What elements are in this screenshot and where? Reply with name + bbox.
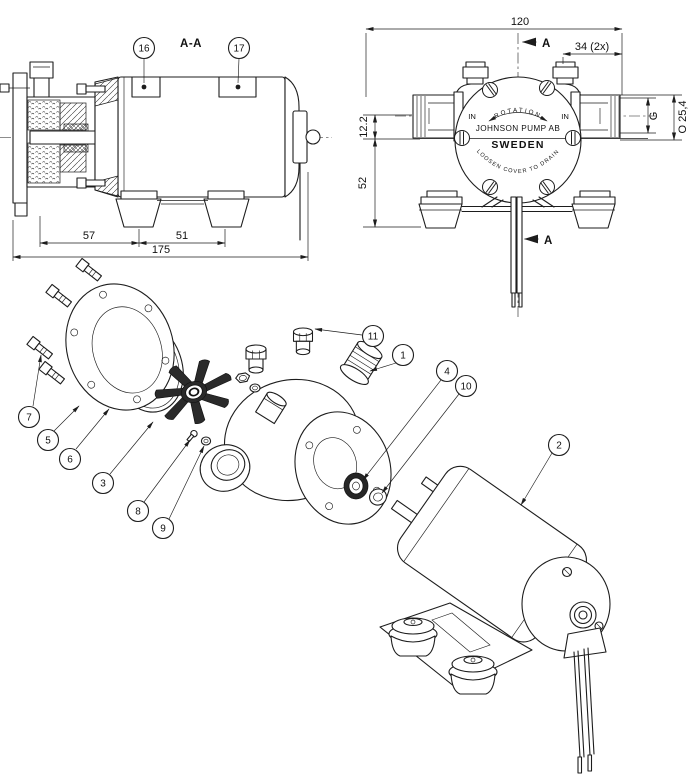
- callout-4: [435, 359, 459, 383]
- callout-1-label: 1: [400, 351, 406, 362]
- dim-g: G: [648, 112, 660, 121]
- motor: [379, 465, 611, 774]
- motor-foot-rear: [388, 617, 438, 657]
- callout-7: [17, 405, 41, 429]
- end-cover: [65, 283, 175, 411]
- top-fitting-left: [462, 61, 489, 85]
- section-title: A-A: [180, 38, 202, 50]
- top-fitting-right: [552, 61, 579, 85]
- dim-52: 52: [357, 177, 369, 189]
- shaft-washer: [249, 383, 261, 393]
- small-washer: [200, 436, 212, 446]
- pump-housing: [199, 340, 392, 525]
- callout-16-label: 16: [138, 44, 150, 55]
- section-view: 16 17 A-A 57 51 175: [0, 36, 332, 261]
- threaded-port: [339, 340, 383, 385]
- motor-wires-front: [510, 196, 523, 308]
- callout-5-label: 5: [45, 436, 51, 447]
- foot-left: [418, 190, 463, 229]
- dim-175: 175: [152, 244, 170, 256]
- callout-8: [126, 499, 150, 523]
- callout-1: [391, 343, 415, 367]
- dim-34-2x: 34 (2x): [575, 41, 609, 53]
- drain-plug-right: [292, 327, 314, 356]
- dim-120: 120: [511, 16, 529, 28]
- callout-10: [454, 374, 478, 398]
- callout-11: [361, 324, 385, 348]
- in-right-label: IN: [561, 112, 569, 121]
- callout-5: [36, 428, 60, 452]
- callout-2: [547, 433, 571, 457]
- callout-9: [151, 516, 175, 540]
- cover-screws: [454, 80, 581, 195]
- section-marker-bottom: A: [544, 235, 553, 247]
- callout-3-label: 3: [100, 479, 106, 490]
- dim-12-2: 12.2: [358, 116, 370, 137]
- callout-6-label: 6: [67, 455, 73, 466]
- callout-3: [91, 471, 115, 495]
- callout-9-label: 9: [160, 524, 166, 535]
- inlet-port-left: [412, 91, 464, 142]
- callout-10-label: 10: [460, 382, 472, 393]
- dim-57: 57: [83, 230, 95, 242]
- shaft-end: [305, 129, 321, 145]
- dim-diameter: O 25,4: [677, 100, 689, 133]
- rotation-arrow: [488, 112, 548, 122]
- callout-16: [132, 36, 156, 60]
- callout-4-label: 4: [444, 367, 450, 378]
- drain-plug-left: [245, 344, 267, 374]
- callout-2-label: 2: [556, 441, 562, 452]
- shaft-nut: [235, 372, 251, 384]
- maker-label: JOHNSON PUMP AB: [476, 124, 561, 133]
- motor-foot-front: [448, 655, 498, 695]
- callout-17: [227, 36, 251, 60]
- section-marker-top: A: [542, 38, 551, 50]
- callout-7-label: 7: [26, 413, 32, 424]
- motor-end-cap: [284, 76, 300, 198]
- pump-shaft: [29, 130, 103, 145]
- cam-screw: [186, 429, 198, 443]
- callout-bubbles: 1 2 3 4 5 6 7 8 9 10 11: [17, 324, 571, 540]
- callout-6: [58, 447, 82, 471]
- pump-head-section: [0, 61, 119, 217]
- in-left-label: IN: [468, 112, 476, 121]
- leader-lines: [32, 327, 553, 520]
- exploded-view: 1 2 3 4 5 6 7 8 9 10 11: [17, 257, 611, 774]
- cover-screw-parts: [26, 257, 102, 385]
- callout-8-label: 8: [135, 507, 141, 518]
- front-view: ROTATION IN IN JOHNSON PUMP AB SWEDEN LO…: [357, 16, 689, 318]
- impeller: [154, 359, 232, 425]
- country-label: SWEDEN: [491, 139, 544, 151]
- motor-wires: [573, 647, 595, 774]
- dim-51: 51: [176, 230, 188, 242]
- foot-right: [571, 190, 616, 229]
- callout-17-label: 17: [233, 44, 245, 55]
- callout-11-label: 11: [368, 332, 379, 343]
